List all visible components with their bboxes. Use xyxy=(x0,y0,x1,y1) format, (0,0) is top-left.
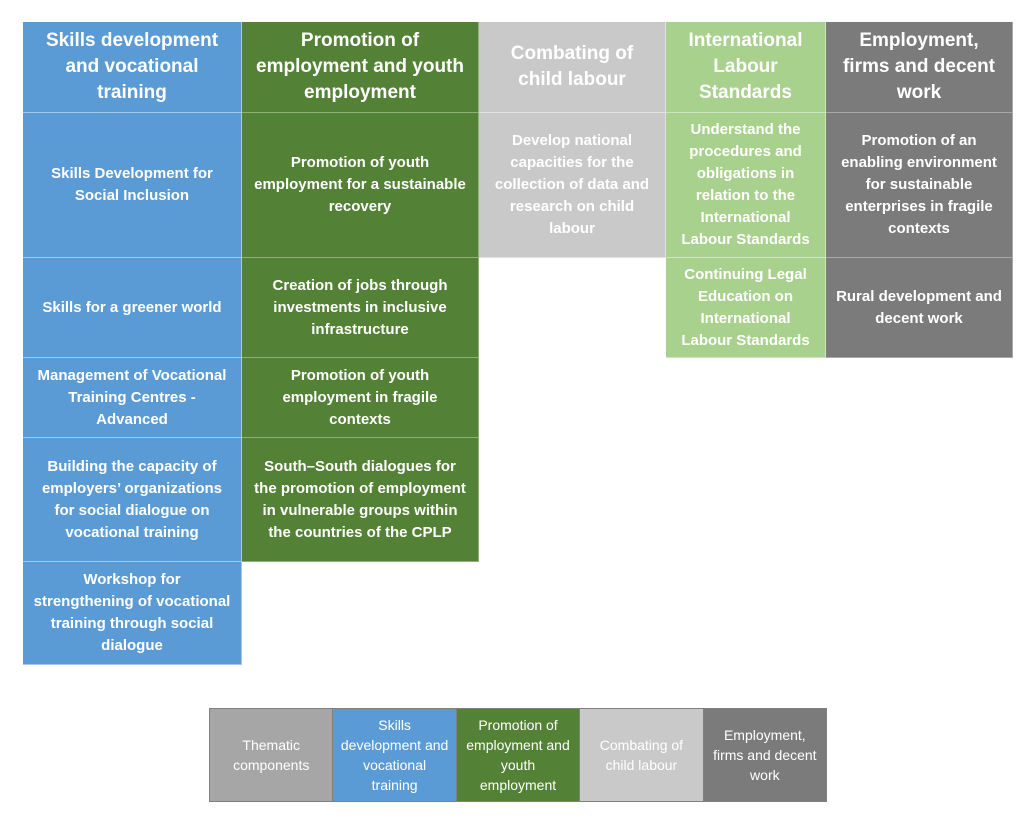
header-child-labour: Combating of child labour xyxy=(479,22,666,113)
legend: Thematic components Skills development a… xyxy=(209,708,827,802)
course-youth-fragile-contexts: Promotion of youth employment in fragile… xyxy=(242,358,479,438)
course-south-south-dialogues: South–South dialogues for the promotion … xyxy=(242,438,479,562)
course-workshop-vocational-training: Workshop for strengthening of vocational… xyxy=(23,562,242,665)
course-vocational-centres-management: Management of Vocational Training Centre… xyxy=(23,358,242,438)
course-continuing-legal-education: Continuing Legal Education on Internatio… xyxy=(666,258,826,358)
course-enabling-environment-enterprises: Promotion of an enabling environment for… xyxy=(826,113,1013,258)
header-international-labour-standards: International Labour Standards xyxy=(666,22,826,113)
header-skills-development: Skills development and vocational traini… xyxy=(23,22,242,113)
course-skills-social-inclusion: Skills Development for Social Inclusion xyxy=(23,113,242,258)
header-employment-firms-decent-work: Employment, firms and decent work xyxy=(826,22,1013,113)
course-child-labour-data: Develop national capacities for the coll… xyxy=(479,113,666,258)
course-youth-sustainable-recovery: Promotion of youth employment for a sust… xyxy=(242,113,479,258)
header-youth-employment: Promotion of employment and youth employ… xyxy=(242,22,479,113)
course-jobs-inclusive-infrastructure: Creation of jobs through investments in … xyxy=(242,258,479,358)
legend-thematic-components: Thematic components xyxy=(210,709,334,801)
legend-youth-employment: Promotion of employment and youth employ… xyxy=(456,709,581,801)
legend-employment-firms-decent-work: Employment, firms and decent work xyxy=(703,709,827,801)
course-rural-development-decent-work: Rural development and decent work xyxy=(826,258,1013,358)
course-understand-ils-procedures: Understand the procedures and obligation… xyxy=(666,113,826,258)
legend-skills-development: Skills development and vocational traini… xyxy=(333,709,457,801)
legend-child-labour: Combating of child labour xyxy=(580,709,704,801)
course-skills-greener-world: Skills for a greener world xyxy=(23,258,242,358)
course-employers-organizations-capacity: Building the capacity of employers’ orga… xyxy=(23,438,242,562)
